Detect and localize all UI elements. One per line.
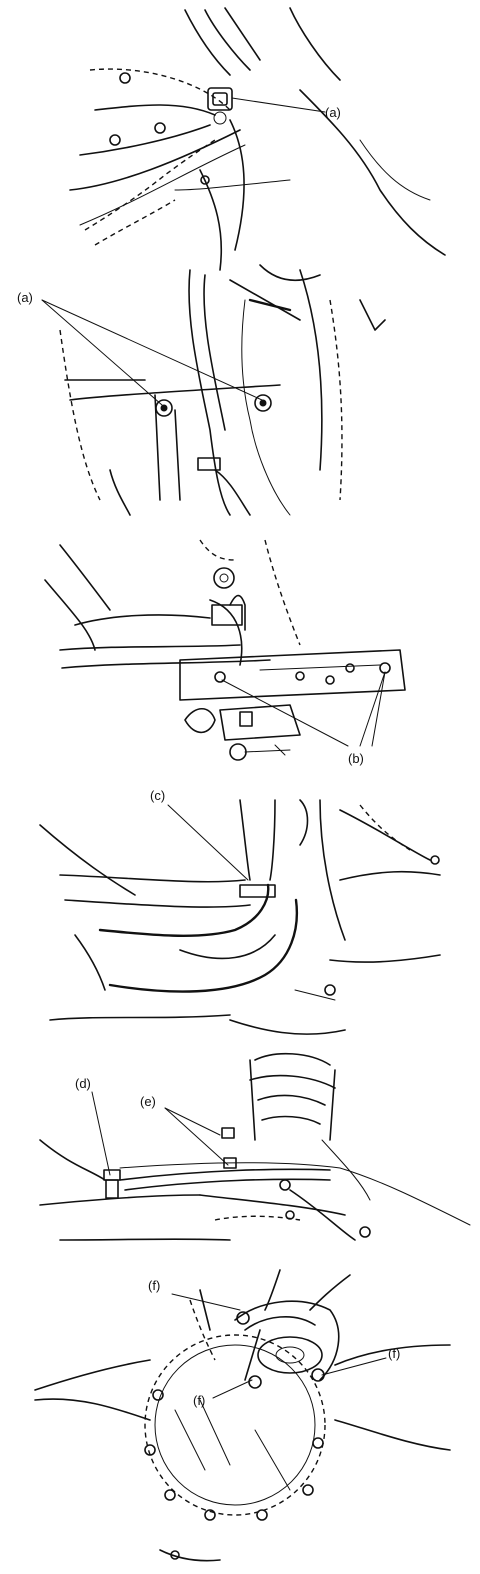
panel-4-exhaust-pipe-clamp: (c) (39, 788, 441, 1035)
callout-f-panel-6-top: (f) (148, 1278, 160, 1293)
panel-5-propeller-shaft-brake-line: (d) (e) (39, 1052, 471, 1241)
panel-2-transmission-mount-bolts: (a) (17, 264, 386, 516)
callout-a-panel-1: (a) (325, 105, 341, 120)
callout-f-panel-6-center: (f) (193, 1393, 205, 1408)
panel-1-flywheel-housing: (a) (69, 7, 446, 271)
panel-3-crossmember: (b) (44, 539, 406, 766)
callout-b-panel-3: (b) (348, 751, 364, 766)
callout-c-panel-4: (c) (150, 788, 165, 803)
callout-e-panel-5: (e) (140, 1094, 156, 1109)
panel-6-differential-carrier: (f) (f) (f) (34, 1269, 451, 1562)
callout-a-panel-2: (a) (17, 290, 33, 305)
callout-d-panel-5: (d) (75, 1076, 91, 1091)
